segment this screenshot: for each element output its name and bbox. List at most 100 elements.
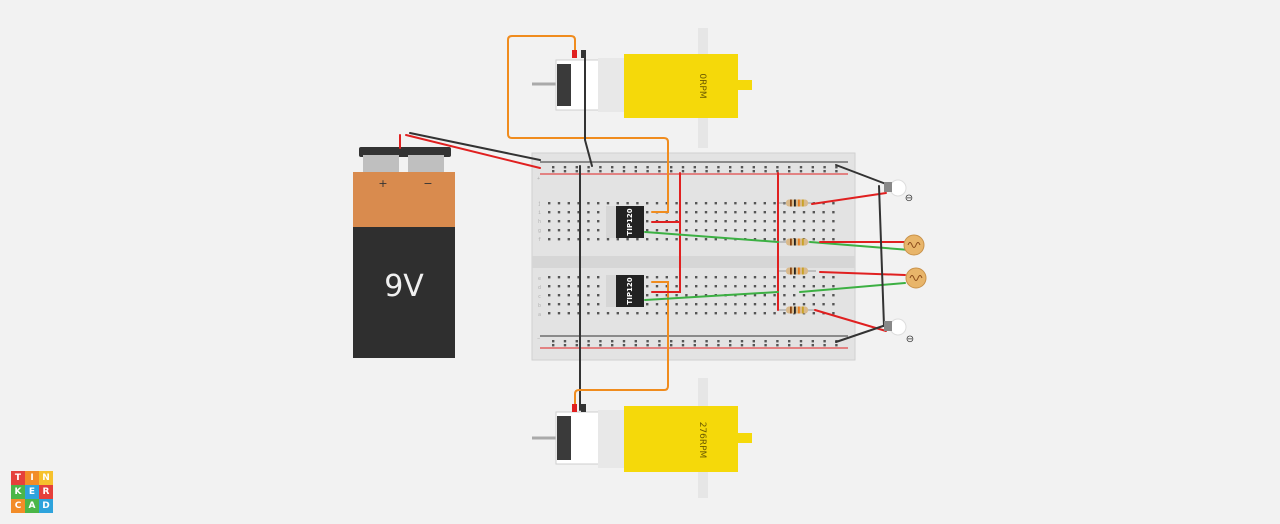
- breadboard-hole[interactable]: [753, 303, 757, 306]
- breadboard-hole[interactable]: [714, 312, 717, 315]
- breadboard-hole[interactable]: [675, 312, 678, 315]
- breadboard-hole[interactable]: [832, 202, 835, 205]
- breadboard-hole[interactable]: [740, 166, 744, 169]
- breadboard-hole[interactable]: [626, 238, 629, 241]
- breadboard-hole[interactable]: [655, 303, 659, 306]
- breadboard-hole[interactable]: [704, 285, 708, 288]
- breadboard-hole[interactable]: [783, 285, 786, 288]
- breadboard-hole[interactable]: [773, 238, 776, 241]
- breadboard-hole[interactable]: [704, 294, 708, 297]
- breadboard-hole[interactable]: [626, 202, 629, 205]
- breadboard-hole[interactable]: [695, 276, 698, 279]
- breadboard-hole[interactable]: [753, 285, 757, 288]
- breadboard-hole[interactable]: [734, 202, 737, 205]
- breadboard-hole[interactable]: [548, 202, 551, 205]
- breadboard-hole[interactable]: [597, 229, 600, 232]
- breadboard-hole[interactable]: [753, 312, 757, 315]
- breadboard-hole[interactable]: [763, 211, 766, 214]
- breadboard-hole[interactable]: [557, 303, 561, 306]
- breadboard-hole[interactable]: [587, 285, 590, 288]
- breadboard-hole[interactable]: [753, 202, 757, 205]
- breadboard-hole[interactable]: [835, 344, 838, 347]
- breadboard-hole[interactable]: [646, 166, 649, 169]
- breadboard-hole[interactable]: [636, 312, 639, 315]
- breadboard-hole[interactable]: [548, 276, 551, 279]
- breadboard-hole[interactable]: [606, 238, 610, 241]
- breadboard-hole[interactable]: [665, 238, 668, 241]
- breadboard-hole[interactable]: [734, 229, 737, 232]
- breadboard-hole[interactable]: [822, 211, 825, 214]
- breadboard-hole[interactable]: [587, 312, 590, 315]
- breadboard-hole[interactable]: [557, 285, 561, 288]
- breadboard-hole[interactable]: [744, 303, 747, 306]
- breadboard-hole[interactable]: [646, 294, 649, 297]
- breadboard-hole[interactable]: [704, 202, 708, 205]
- breadboard-hole[interactable]: [812, 303, 815, 306]
- breadboard-hole[interactable]: [693, 340, 696, 343]
- breadboard-hole[interactable]: [812, 294, 815, 297]
- breadboard-hole[interactable]: [783, 312, 786, 315]
- breadboard-hole[interactable]: [658, 166, 661, 169]
- breadboard-hole[interactable]: [675, 202, 678, 205]
- breadboard-hole[interactable]: [552, 344, 555, 347]
- breadboard-hole[interactable]: [753, 211, 757, 214]
- breadboard-hole[interactable]: [626, 312, 629, 315]
- breadboard-hole[interactable]: [548, 285, 551, 288]
- breadboard-hole[interactable]: [802, 285, 806, 288]
- breadboard-hole[interactable]: [788, 166, 791, 169]
- breadboard-hole[interactable]: [695, 303, 698, 306]
- breadboard-hole[interactable]: [812, 211, 815, 214]
- breadboard-hole[interactable]: [646, 238, 649, 241]
- breadboard-hole[interactable]: [799, 340, 803, 343]
- breadboard-hole[interactable]: [658, 344, 661, 347]
- breadboard-hole[interactable]: [776, 344, 779, 347]
- breadboard-hole[interactable]: [724, 303, 727, 306]
- breadboard-hole[interactable]: [832, 312, 835, 315]
- breadboard-hole[interactable]: [744, 312, 747, 315]
- breadboard-hole[interactable]: [793, 220, 796, 223]
- breadboard-hole[interactable]: [616, 312, 619, 315]
- breadboard-hole[interactable]: [646, 344, 649, 347]
- breadboard-hole[interactable]: [597, 285, 600, 288]
- breadboard-hole[interactable]: [693, 170, 696, 173]
- breadboard-hole[interactable]: [832, 303, 835, 306]
- breadboard-hole[interactable]: [557, 294, 561, 297]
- breadboard-hole[interactable]: [752, 170, 755, 173]
- breadboard-hole[interactable]: [597, 202, 600, 205]
- breadboard-hole[interactable]: [658, 170, 661, 173]
- breadboard-hole[interactable]: [611, 166, 614, 169]
- breadboard-hole[interactable]: [734, 276, 737, 279]
- breadboard-hole[interactable]: [675, 229, 678, 232]
- breadboard-hole[interactable]: [752, 340, 755, 343]
- breadboard-hole[interactable]: [557, 229, 561, 232]
- breadboard-hole[interactable]: [577, 303, 580, 306]
- breadboard-hole[interactable]: [763, 312, 766, 315]
- breadboard-hole[interactable]: [552, 166, 555, 169]
- breadboard-hole[interactable]: [714, 220, 717, 223]
- breadboard-hole[interactable]: [773, 294, 776, 297]
- breadboard-hole[interactable]: [724, 238, 727, 241]
- breadboard-hole[interactable]: [587, 294, 590, 297]
- breadboard-hole[interactable]: [822, 285, 825, 288]
- breadboard-hole[interactable]: [744, 220, 747, 223]
- breadboard-hole[interactable]: [783, 276, 786, 279]
- breadboard-hole[interactable]: [567, 312, 570, 315]
- breadboard-hole[interactable]: [822, 229, 825, 232]
- breadboard-hole[interactable]: [802, 229, 806, 232]
- breadboard-hole[interactable]: [597, 294, 600, 297]
- breadboard-hole[interactable]: [832, 294, 835, 297]
- breadboard-hole[interactable]: [714, 202, 717, 205]
- breadboard-hole[interactable]: [811, 166, 814, 169]
- breadboard-hole[interactable]: [597, 303, 600, 306]
- breadboard-hole[interactable]: [681, 340, 685, 343]
- breadboard-hole[interactable]: [587, 344, 590, 347]
- breadboard-hole[interactable]: [773, 303, 776, 306]
- breadboard-hole[interactable]: [634, 166, 637, 169]
- breadboard-hole[interactable]: [764, 166, 767, 169]
- breadboard-hole[interactable]: [597, 276, 600, 279]
- breadboard-hole[interactable]: [675, 303, 678, 306]
- breadboard-hole[interactable]: [606, 312, 610, 315]
- breadboard-hole[interactable]: [753, 220, 757, 223]
- breadboard-hole[interactable]: [655, 312, 659, 315]
